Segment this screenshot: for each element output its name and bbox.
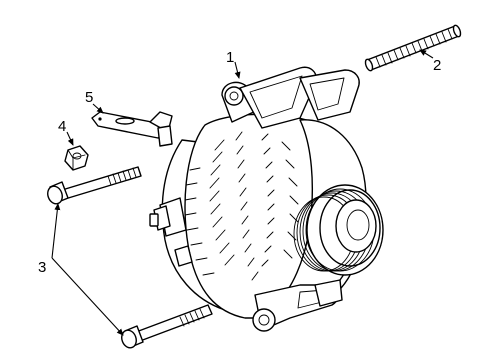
callout-5: 5 (85, 89, 93, 106)
callout-3: 3 (38, 259, 46, 276)
stud-icon (364, 24, 462, 72)
nut-icon (64, 145, 89, 171)
bracket-icon (91, 111, 173, 147)
alternator-icon (149, 66, 384, 332)
bolt-lower-icon (121, 304, 213, 349)
leader-lines (51, 49, 434, 336)
callout-4: 4 (58, 118, 66, 135)
callout-2: 2 (433, 57, 441, 74)
callout-1: 1 (226, 49, 234, 66)
bolt-upper-icon (47, 166, 142, 205)
